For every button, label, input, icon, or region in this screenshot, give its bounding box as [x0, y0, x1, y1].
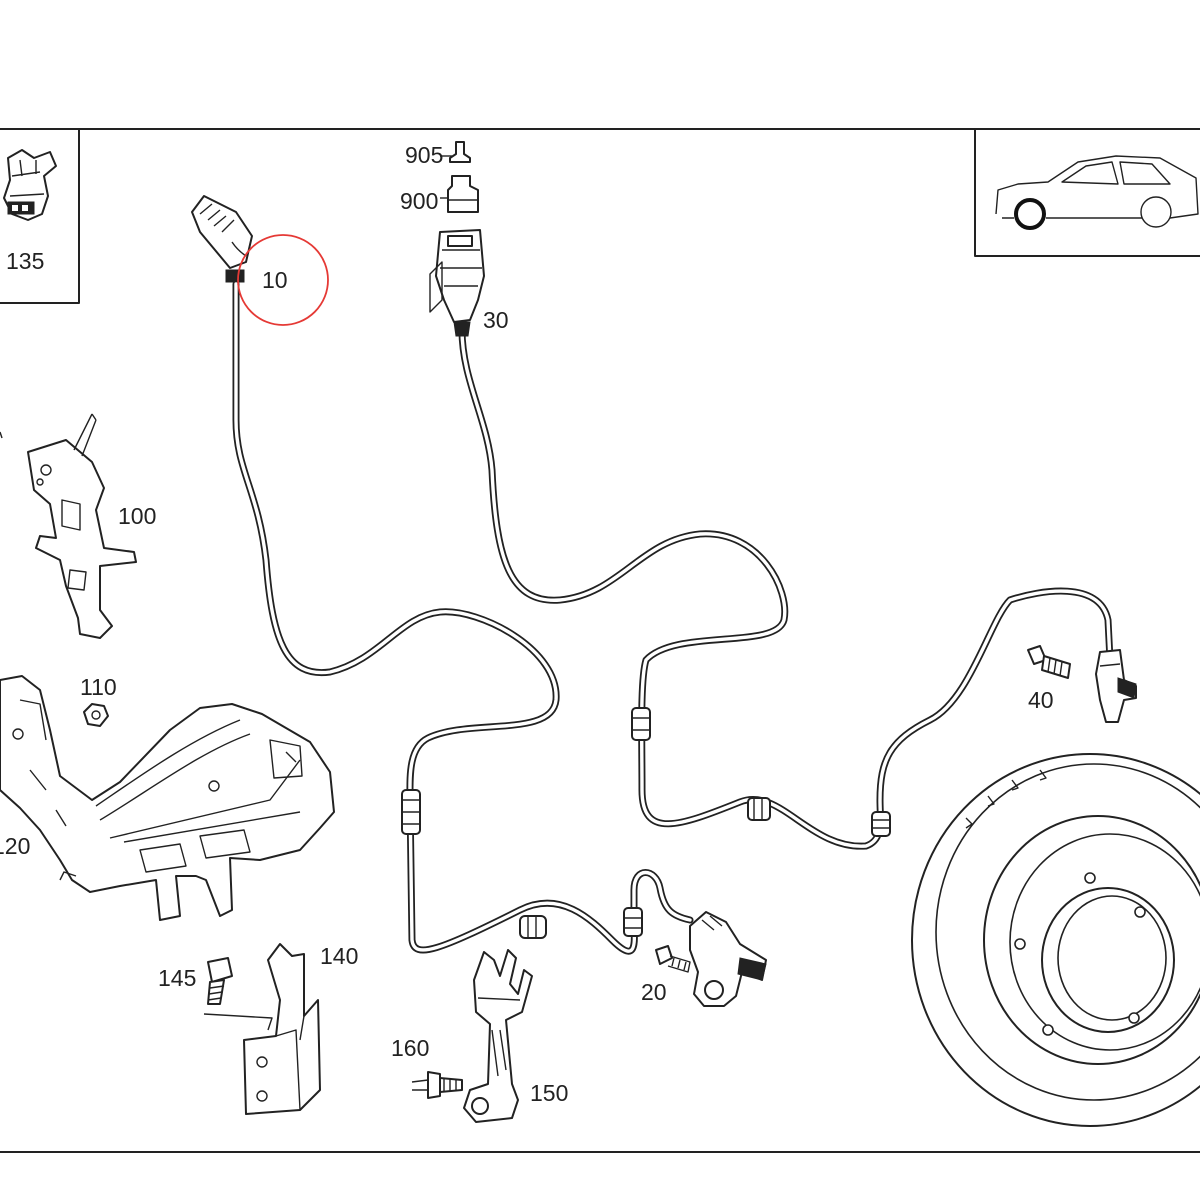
- cable-harness: [232, 280, 1114, 955]
- highlight-circle: [237, 234, 329, 326]
- plug-pin-905: [449, 141, 471, 163]
- grommet: [747, 797, 771, 821]
- wheel-speed-sensor-10: [191, 195, 253, 283]
- bolt-20: [655, 945, 691, 973]
- label-160: 160: [391, 1035, 429, 1061]
- grommet: [631, 707, 651, 741]
- car-front-wheel-icon: [995, 155, 1199, 230]
- bolt-40: [1027, 645, 1071, 679]
- grommet: [401, 789, 421, 835]
- vehicle-inset: [974, 128, 1200, 257]
- label-145: 145: [158, 965, 196, 991]
- label-20: 20: [641, 979, 667, 1005]
- holder-bracket-100: [0, 413, 137, 639]
- label-905: 905: [405, 142, 443, 168]
- label-40: 40: [1028, 687, 1054, 713]
- clip-135-icon: [3, 149, 57, 221]
- label-900: 900: [400, 188, 438, 214]
- grommet: [871, 811, 891, 837]
- label-100: 100: [118, 503, 156, 529]
- label-150: 150: [530, 1080, 568, 1106]
- label-30: 30: [483, 307, 509, 333]
- connector-20: [689, 911, 767, 1007]
- label-10: 10: [262, 267, 288, 293]
- leader-lines: [440, 155, 452, 199]
- label-140: 140: [320, 943, 358, 969]
- screw-160: [411, 1071, 463, 1099]
- clip-135-inset: [0, 128, 80, 304]
- grommet: [519, 915, 547, 939]
- brake-disc: [911, 753, 1200, 1127]
- holder-clip-150: [463, 949, 533, 1123]
- screw-145: [207, 957, 233, 1005]
- grommet: [623, 907, 643, 937]
- label-110: 110: [80, 674, 117, 700]
- mount-panel-120: [0, 675, 335, 921]
- plug-cap-900: [447, 175, 479, 213]
- nut-110: [83, 703, 109, 727]
- bracket-lower-140: [203, 943, 321, 1115]
- label-135: 135: [6, 248, 44, 274]
- connector-right: [1095, 649, 1137, 723]
- label-120: 120: [0, 833, 30, 859]
- connector-30: [429, 229, 485, 337]
